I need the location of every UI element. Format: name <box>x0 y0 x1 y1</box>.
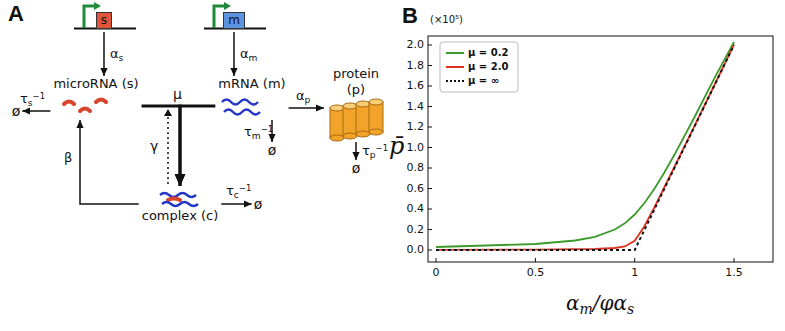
node-label: m <box>228 13 240 28</box>
tick-label: 1.5 <box>725 266 743 280</box>
legend-sample <box>446 66 464 68</box>
reaction-arrow <box>180 106 215 186</box>
legend-sample <box>446 80 464 82</box>
sink-symbol: ø <box>252 196 265 212</box>
tick-label: 0.6 <box>407 182 425 196</box>
tick-label: 1.2 <box>407 120 425 134</box>
node-label: ø <box>268 142 277 158</box>
superscript: −1 <box>33 91 45 101</box>
rate-label: τp−1 <box>362 143 388 159</box>
tick-label: 0.4 <box>407 202 425 216</box>
subscript: s <box>28 98 33 108</box>
legend-item: μ = 0.2 <box>446 47 508 59</box>
rate-label: αp <box>296 88 310 104</box>
rate-label: γ <box>150 138 158 154</box>
complex-icon <box>160 193 198 206</box>
tick-label: 0.0 <box>407 243 425 257</box>
dissociation-arrow <box>167 115 169 184</box>
tick-marks <box>428 45 734 262</box>
tick-label: 1 <box>631 266 638 280</box>
superscript: −1 <box>239 183 251 193</box>
dissociation-arrow <box>164 109 172 116</box>
curve-green <box>436 42 734 247</box>
promoter-arrow <box>94 2 101 10</box>
rate-label: αs <box>110 46 123 62</box>
tick-label: 1.6 <box>407 79 425 93</box>
subscript: m <box>252 131 261 141</box>
mrna-icon <box>222 100 260 115</box>
legend-text: μ = 2.0 <box>468 61 508 72</box>
curve-red <box>436 45 734 250</box>
rate-label: αm <box>240 46 257 62</box>
rate-label: τs−1 <box>20 91 45 107</box>
tick-label: 0.5 <box>527 266 545 280</box>
axis-title: αm/φαs <box>566 290 634 316</box>
superscript: −1 <box>261 124 273 134</box>
gene-box: s <box>96 12 112 29</box>
node-label: ø <box>12 103 21 119</box>
tick-label: 1.0 <box>407 141 425 155</box>
node-label: complex (c) <box>142 208 219 224</box>
rate-label: τc−1 <box>226 183 251 199</box>
species-node: mRNA (m) <box>215 76 288 120</box>
subscript: s <box>119 53 124 63</box>
reaction-arrow <box>355 142 357 160</box>
axis-title: p̄ <box>389 132 404 160</box>
rate-label: β <box>64 150 72 166</box>
panel-letter: A <box>8 2 24 26</box>
reaction-arrow <box>80 120 139 204</box>
curve-dotted <box>436 45 734 250</box>
superscript: −1 <box>376 143 388 153</box>
legend-sample <box>446 52 464 54</box>
microrna-icon <box>64 100 106 112</box>
node-label: protein (p) <box>324 66 388 98</box>
legend-item: μ = 2.0 <box>446 61 508 73</box>
subscript: p <box>370 150 376 160</box>
species-node: complex (c) <box>139 186 222 224</box>
legend-text: μ = 0.2 <box>468 47 508 58</box>
rate-label: τm−1 <box>244 124 273 140</box>
subscript: s <box>627 301 634 317</box>
gene-box: m <box>223 12 245 29</box>
node-label: s <box>101 13 107 28</box>
legend-item: μ = ∞ <box>446 75 499 87</box>
reaction-arrow <box>142 106 180 186</box>
reaction-arrow <box>289 107 324 109</box>
reaction-arrow <box>103 32 105 76</box>
legend-box <box>440 42 518 92</box>
node-label: microRNA (s) <box>53 76 138 92</box>
reaction-arrow <box>22 110 50 112</box>
tick-label: 1.8 <box>407 59 425 73</box>
subscript: m <box>249 53 258 63</box>
protein-icon <box>330 99 383 141</box>
species-node: microRNA (s) <box>50 76 141 120</box>
axis-unit: (×10⁵) <box>430 14 463 26</box>
node-label: ø <box>352 160 361 176</box>
tick-label: 2.0 <box>407 38 425 52</box>
tick-label: 0 <box>433 266 440 280</box>
species-node: protein (p) <box>324 66 388 142</box>
tick-label: 0.2 <box>407 223 425 237</box>
node-label: ø <box>254 196 263 212</box>
tick-label: 0.8 <box>407 161 425 175</box>
reaction-arrow <box>221 203 251 205</box>
rate-label: μ <box>173 86 182 102</box>
promoter-arrow <box>224 2 231 10</box>
plot-frame <box>428 36 773 262</box>
tick-label: 1.4 <box>407 100 425 114</box>
subscript: c <box>234 190 239 200</box>
reaction-arrow <box>233 32 235 76</box>
node-label: mRNA (m) <box>218 76 285 92</box>
sink-symbol: ø <box>350 160 363 176</box>
subscript: p <box>305 95 311 105</box>
sink-symbol: ø <box>266 142 279 158</box>
legend-text: μ = ∞ <box>468 75 499 86</box>
subscript: m <box>579 301 592 317</box>
promoter-arrow <box>84 6 94 28</box>
panel-letter: B <box>402 4 418 28</box>
